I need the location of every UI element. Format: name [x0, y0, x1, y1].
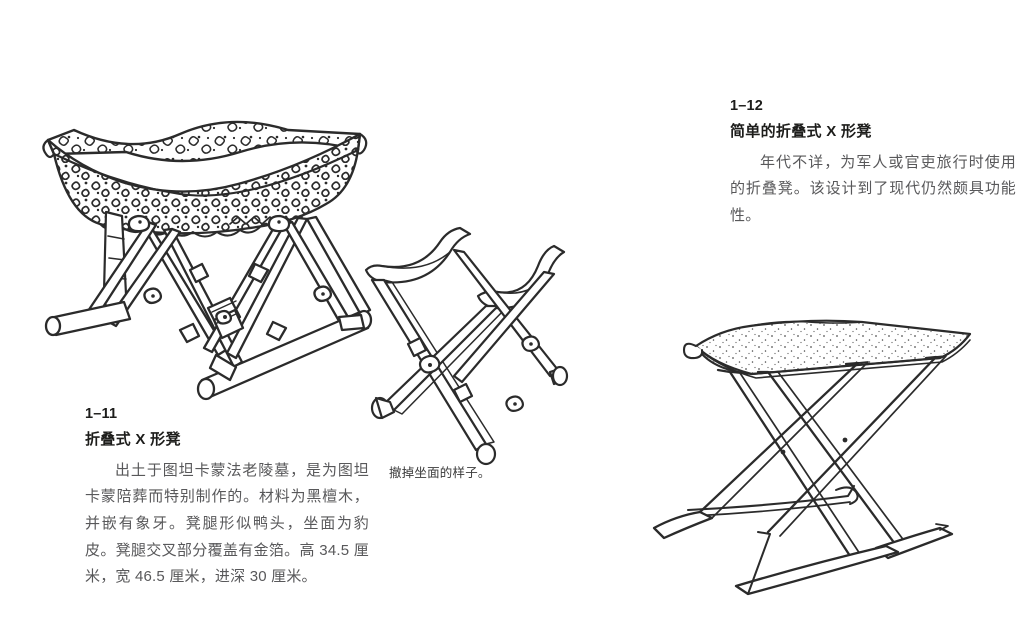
simple-stool-seat [682, 319, 972, 379]
caption-body-1-11: 出土于图坦卡蒙法老陵墓，是为图坦卡蒙陪葬而特别制作的。材料为黑檀木，并嵌有象牙。… [85, 461, 369, 586]
folding-x-stool-frame-illustration [358, 222, 583, 472]
caption-number-1-11: 1–11 [85, 406, 118, 422]
tutankhamun-folding-x-stool-illustration [30, 112, 385, 422]
frame-stool-drawing [364, 226, 569, 466]
simple-stool-drawing [652, 319, 972, 596]
simple-folding-x-stool-illustration [640, 300, 980, 600]
caption-body-1-12: 年代不详，为军人或官吏旅行时使用的折叠凳。该设计到了现代仍然颇具功能性。 [730, 153, 1016, 224]
simple-stool-legs [652, 355, 954, 596]
caption-block-1-12: 1–12 简单的折叠式 X 形凳 年代不详，为军人或官吏旅行时使用的折叠凳。该设… [730, 96, 1016, 230]
ornate-stool-feet [44, 300, 373, 401]
ornate-stool-legs [84, 214, 372, 369]
caption-title-1-11: 折叠式 X 形凳 [85, 431, 181, 449]
caption-title-1-12: 简单的折叠式 X 形凳 [730, 123, 872, 141]
ornate-stool-drawing [42, 120, 373, 401]
caption-block-1-11: 1–11 折叠式 X 形凳 出土于图坦卡蒙法老陵墓，是为图坦卡蒙陪葬而特别制作的… [85, 404, 369, 591]
sub-caption-frame-stool: 撤掉坐面的样子。 [389, 466, 491, 480]
ornate-stool-seat [42, 120, 368, 238]
caption-number-1-12: 1–12 [730, 98, 764, 114]
